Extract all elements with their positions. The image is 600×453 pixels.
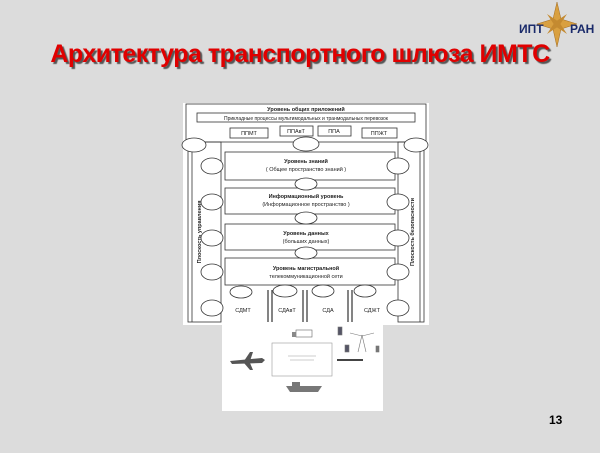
applied-processes-label: Прикладные процессы мультимодальных и тр…	[224, 116, 389, 122]
slide-title: Архитектура транспортного шлюза ИМТС	[50, 40, 550, 68]
app-label-ppmt: ППМТ	[241, 131, 257, 137]
telecom-tower-icon	[337, 326, 380, 361]
hub-box	[271, 342, 333, 377]
app-label-ppavt: ППАвТ	[287, 129, 305, 135]
layer-information-subtitle: (Информационное пространство )	[262, 202, 350, 208]
layer-data-subtitle: (больших данных)	[283, 239, 330, 245]
compass-star-icon	[536, 2, 578, 47]
layer-knowledge-subtitle: ( Общее пространство знаний )	[266, 166, 346, 173]
truck-icon	[292, 329, 313, 338]
page-number: 13	[549, 413, 563, 427]
app-box-ppzht	[361, 127, 398, 139]
control-plane-label: Плоскость управления	[197, 201, 203, 264]
logo-text-right: РАН	[570, 22, 595, 36]
ipt-ran-logo: ИПТ РАН	[515, 2, 600, 47]
app-label-ppzht: ППЖТ	[371, 131, 388, 137]
layer-telecom-title: Уровень магистральной	[273, 265, 339, 272]
network-label-sda: СДА	[322, 308, 334, 314]
interface-ellipses	[181, 136, 429, 317]
ship-icon	[286, 382, 322, 392]
network-label-sdzht: СДЖТ	[364, 308, 381, 314]
network-label-sdavt: СДАвТ	[278, 308, 296, 314]
network-label-sdmt: СДМТ	[235, 308, 251, 314]
applied-processes-box	[196, 112, 416, 123]
layer-knowledge-title: Уровень знаний	[284, 158, 328, 165]
layer-information-title: Информационный уровень	[269, 193, 344, 200]
app-box-ppavt	[279, 125, 314, 137]
app-box-ppa	[317, 125, 352, 137]
app-box-ppmt	[229, 127, 269, 139]
transport-hub-illustration	[222, 325, 383, 411]
app-label-ppa: ППА	[328, 129, 340, 135]
general-apps-label: Уровень общих приложений	[267, 106, 345, 113]
airplane-icon	[230, 352, 265, 370]
logo-text-left: ИПТ	[519, 22, 544, 36]
layer-telecom-subtitle: телекоммуникационной сети	[269, 273, 342, 280]
layer-data-title: Уровень данных	[283, 231, 329, 237]
security-plane-label: Плоскость безопасности	[409, 198, 416, 266]
